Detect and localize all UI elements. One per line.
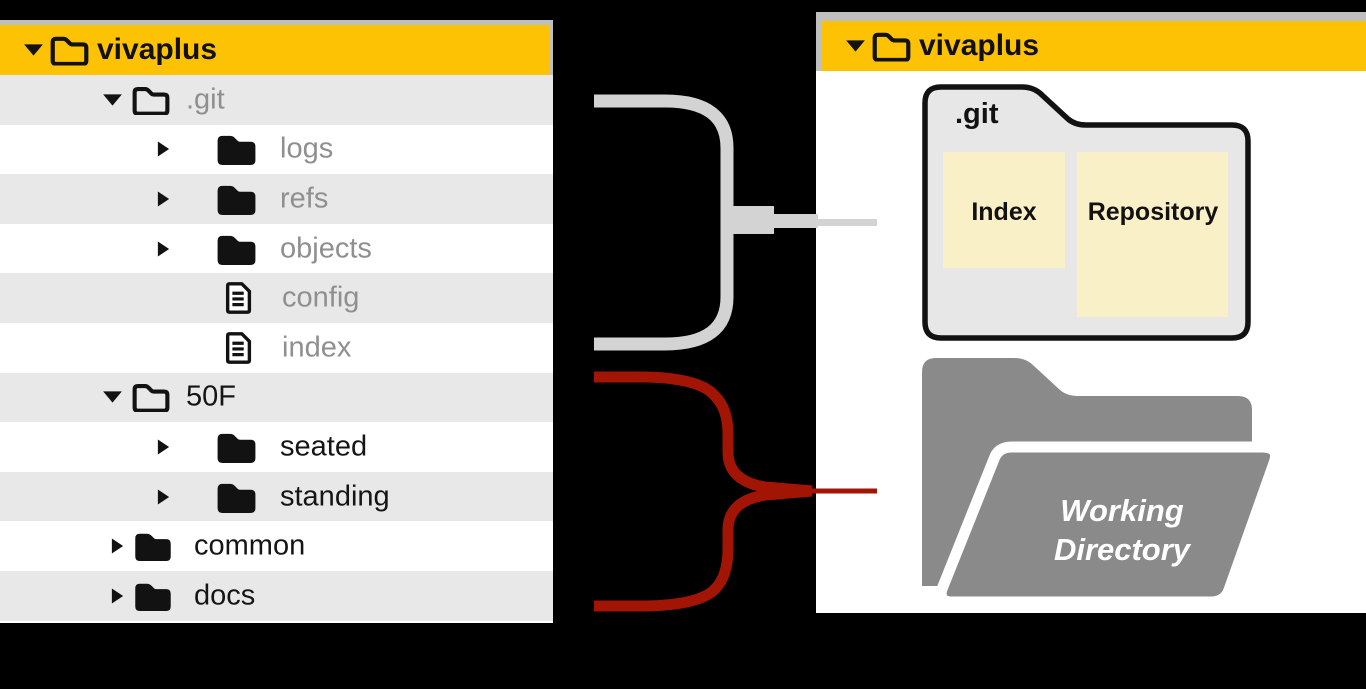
tree-row-label: .git <box>186 83 225 116</box>
tree-row-label: objects <box>280 232 372 265</box>
tree-row-label: 50F <box>186 380 236 413</box>
folder-icon <box>215 183 258 215</box>
caret-right-icon[interactable] <box>156 140 171 159</box>
tree-row-50F[interactable]: 50F <box>0 372 553 423</box>
repo-structure-panel: vivaplus <box>816 12 1366 613</box>
folder-open-icon <box>871 31 912 63</box>
tree-rows: .git logs refs objects config index 50F seated s… <box>0 75 553 621</box>
caret-right-icon[interactable] <box>156 189 171 208</box>
folder-open-icon <box>49 35 90 67</box>
file-tree-panel: vivaplus .git logs refs objects config index 5… <box>0 20 553 623</box>
caret-down-icon[interactable] <box>844 39 867 54</box>
repo-root-row-vivaplus[interactable]: vivaplus <box>816 21 1366 71</box>
tree-root-label: vivaplus <box>97 33 218 66</box>
tree-row-label: refs <box>280 182 329 215</box>
tree-root-row-vivaplus[interactable]: vivaplus <box>0 25 553 75</box>
folder-icon <box>215 233 258 265</box>
tree-row-config[interactable]: config <box>0 273 553 323</box>
tree-row-standing[interactable]: standing <box>0 471 553 522</box>
tree-row-label: index <box>282 331 352 364</box>
tree-row-seated[interactable]: seated <box>0 422 553 472</box>
folder-icon <box>133 531 173 562</box>
tree-row-objects[interactable]: objects <box>0 223 553 274</box>
folder-icon <box>215 133 258 166</box>
file-icon <box>224 281 254 315</box>
tree-row-label: standing <box>280 480 390 513</box>
caret-right-icon[interactable] <box>156 487 171 506</box>
tree-row-label: config <box>282 281 360 314</box>
caret-right-icon[interactable] <box>110 586 125 605</box>
caret-right-icon[interactable] <box>156 239 171 258</box>
tree-row-label: docs <box>194 579 256 612</box>
tree-row-label: common <box>194 529 306 562</box>
tree-row-label: seated <box>280 430 368 463</box>
folder-open-icon <box>131 382 171 414</box>
tree-row-common[interactable]: common <box>0 521 553 571</box>
folder-icon <box>133 581 173 611</box>
caret-right-icon[interactable] <box>110 537 125 556</box>
tree-row-logs[interactable]: logs <box>0 124 553 175</box>
folder-open-icon <box>131 85 171 116</box>
tree-row-.git[interactable]: .git <box>0 75 553 125</box>
tree-row-index[interactable]: index <box>0 322 553 373</box>
caret-right-icon[interactable] <box>156 437 171 456</box>
tree-row-refs[interactable]: refs <box>0 174 553 224</box>
caret-down-icon[interactable] <box>101 92 124 107</box>
folder-icon <box>215 481 258 513</box>
tree-row-docs[interactable]: docs <box>0 570 553 621</box>
caret-down-icon[interactable] <box>101 390 124 405</box>
repo-root-label: vivaplus <box>919 29 1040 62</box>
tree-row-label: logs <box>280 132 334 165</box>
folder-icon <box>215 431 258 463</box>
file-icon <box>224 331 254 365</box>
caret-down-icon[interactable] <box>22 43 45 58</box>
